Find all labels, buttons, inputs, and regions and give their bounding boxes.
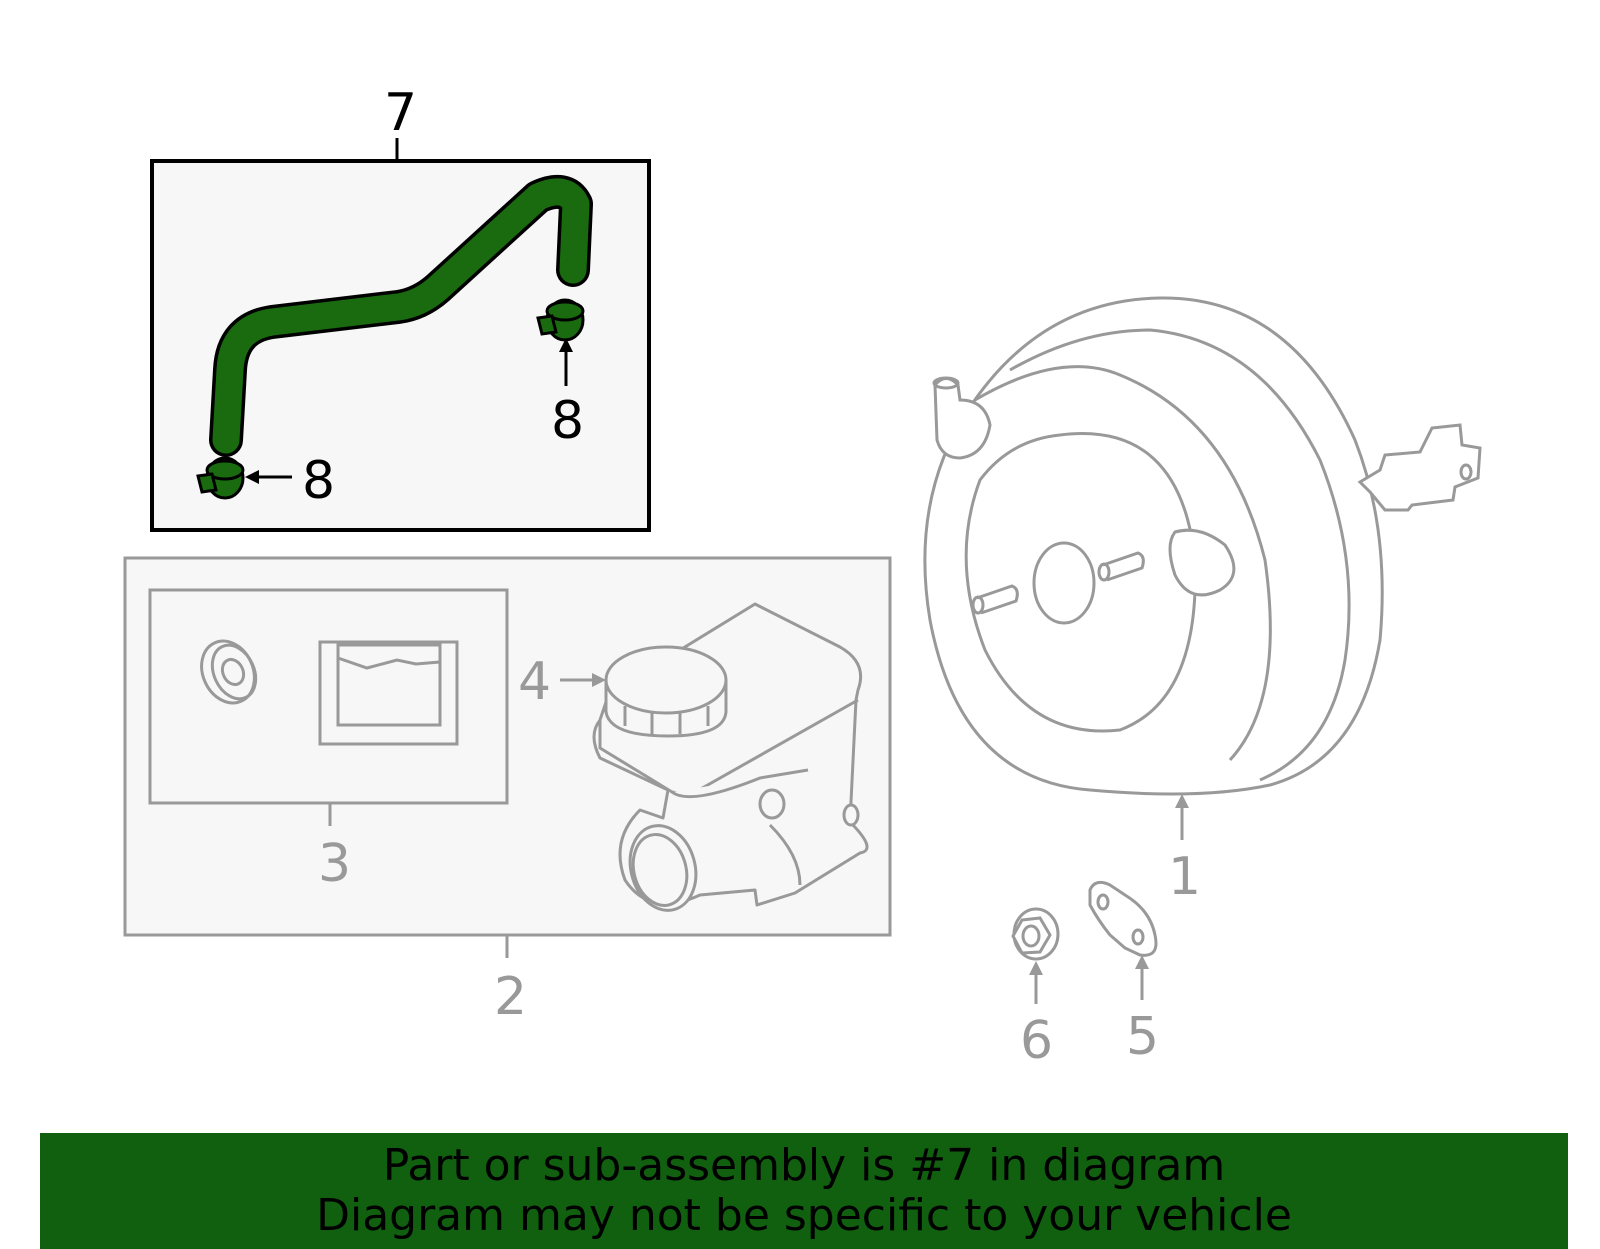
master-cylinder-group[interactable]	[123, 556, 892, 958]
grommet[interactable]	[192, 632, 264, 711]
seal-kit-box	[148, 588, 509, 805]
callout-1-arrow	[1175, 794, 1189, 808]
hose-clamp-lower[interactable]	[196, 456, 245, 500]
banner-line-1: Part or sub-assembly is #7 in diagram	[382, 1140, 1226, 1191]
reservoir-cap[interactable]	[604, 645, 728, 738]
callout-8-upper-arrow	[559, 338, 573, 352]
callout-6: 6	[1020, 1011, 1053, 1071]
callout-8-lower: 8	[302, 451, 335, 511]
brake-booster[interactable]	[923, 296, 1482, 796]
callout-2: 2	[494, 967, 527, 1027]
callout-4: 4	[518, 652, 551, 712]
banner-line-2: Diagram may not be specific to your vehi…	[316, 1190, 1292, 1241]
hose-kit-group[interactable]	[150, 138, 651, 532]
booster-nut[interactable]	[1011, 907, 1060, 961]
callout-6-arrow	[1029, 961, 1043, 975]
reservoir-seal[interactable]	[318, 640, 459, 746]
callout-4-arrow	[592, 673, 606, 687]
callout-1: 1	[1168, 847, 1201, 907]
callout-3: 3	[318, 834, 351, 894]
callout-5: 5	[1126, 1007, 1159, 1067]
vacuum-hose-fill	[212, 178, 590, 454]
callout-7: 7	[384, 83, 417, 143]
callout-8-lower-arrow	[245, 470, 259, 484]
callout-8-upper: 8	[551, 391, 584, 451]
booster-gasket[interactable]	[1088, 880, 1158, 957]
callout-5-arrow	[1135, 955, 1149, 969]
info-banner: Part or sub-assembly is #7 in diagram Di…	[40, 1133, 1568, 1249]
